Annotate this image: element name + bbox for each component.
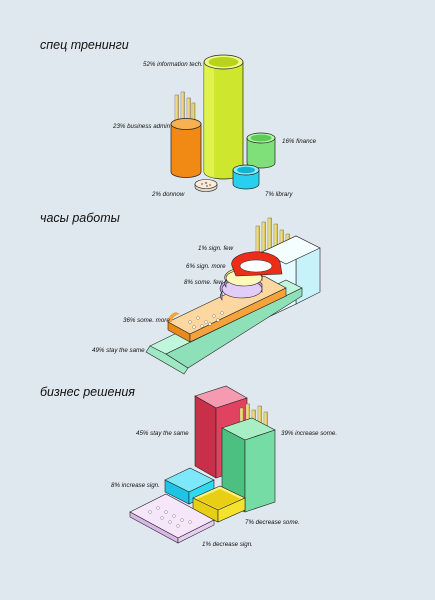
chart-3-business-decisions: бизнес решения xyxy=(40,385,337,548)
chart-2-title: часы работы xyxy=(40,211,120,225)
chart-3-label-stay-the-same: 45% stay the same xyxy=(136,430,189,437)
chart-1-bar-donnow xyxy=(194,179,218,192)
chart-1-title: спец тренинги xyxy=(40,38,129,52)
chart-2-label-some-more: 36% some. more xyxy=(123,317,170,324)
chart-3-label-increase-some: 39% increase some. xyxy=(281,430,337,437)
chart-2-bar-sign-few xyxy=(231,251,283,277)
chart-3-label-decrease-some: 7% decrease some. xyxy=(245,519,300,526)
chart-1-label-finance: 16% finance xyxy=(282,138,317,145)
chart-1-label-business-admin: 23% business admin xyxy=(112,123,171,130)
chart-1-bar-library xyxy=(232,164,260,190)
chart-1-bar-business-admin xyxy=(170,91,202,178)
chart-3-bar-decrease-sign xyxy=(129,493,215,544)
chart-3-bar-increase-some xyxy=(221,417,276,513)
chart-1-label-donnow: 2% donnow xyxy=(151,191,185,198)
chart-1-label-library: 7% library xyxy=(265,191,293,198)
chart-2-label-some-few: 8% some. few xyxy=(184,279,223,286)
chart-3-label-decrease-sign: 1% decrease sign. xyxy=(202,541,253,548)
chart-2-label-sign-few: 1% sign. few xyxy=(198,245,234,252)
chart-1-training: спец тренинги xyxy=(40,38,317,198)
chart-1-bar-finance xyxy=(246,132,276,169)
chart-2-label-stay-the-same: 49% stay the same xyxy=(92,347,145,354)
chart-3-title: бизнес решения xyxy=(40,385,135,399)
chart-3-bar-decrease-some xyxy=(192,485,246,523)
chart-1-label-information-tech: 52% information tech. xyxy=(143,61,203,68)
chart-1-bar-information-tech xyxy=(203,54,244,180)
chart-3-label-increase-sign: 8% increase sign. xyxy=(111,482,160,489)
chart-2-label-sign-more: 6% sign. more xyxy=(186,263,226,270)
chart-2-work-hours: часы работы xyxy=(40,211,321,375)
